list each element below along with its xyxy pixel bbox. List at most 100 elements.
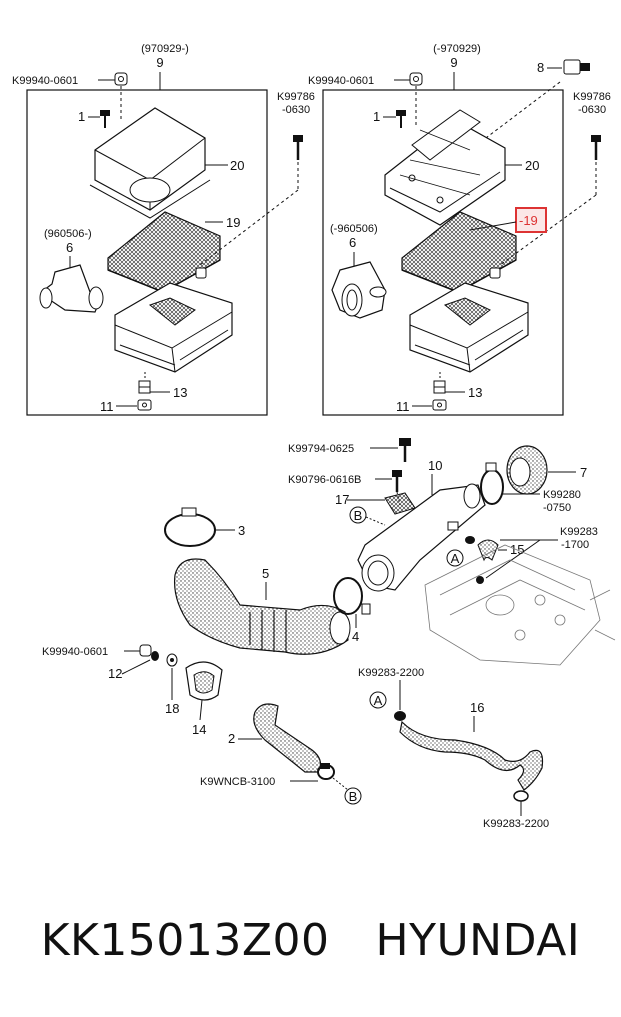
clamp-3-label: 3 [238,523,245,538]
nut-12-code: K99940-0601 [42,646,108,658]
brand-name: HYUNDAI [375,914,581,966]
intake-sensor-icon [563,59,590,75]
left-side-bolt-icon [293,135,303,160]
right-air-filter-element [401,211,517,293]
right-sensor-label: 8 [537,60,544,75]
left-air-filter-element [107,211,221,293]
svg-text:B: B [354,508,363,523]
nut-18-icon [166,653,178,667]
tube-10-label: 10 [428,458,442,473]
bracket-14-label: 14 [192,722,206,737]
lower-clip-code: K90796-0616B [288,474,361,486]
callout-a-top: A [446,549,464,567]
bolt-icon [399,438,411,462]
left-assembly-panel: (970929-) 9 K99940-0601 1 K99786 -0630 2… [12,43,315,416]
bracket-14 [185,661,223,701]
left-bolt-code: K99940-0601 [12,75,78,87]
hose-code-a: K99283 [560,526,598,538]
highlighted-filter-callout: -19 [515,207,547,233]
hose-15 [477,539,499,562]
left-nut-label: 11 [100,399,114,414]
clamp-code-b: -0750 [543,502,571,514]
part-caption: KK15013Z00 HYUNDAI [0,905,621,975]
small-clip-icon [465,536,475,544]
engine-head-sketch [424,544,616,666]
right-screw-label: 1 [373,109,380,124]
part-number: KK15013Z00 [40,914,330,966]
engine-fitting-icon [476,576,484,584]
parts-diagram: (970929-) 9 K99940-0601 1 K99786 -0630 2… [12,43,616,830]
clamp-code-a: K99280 [543,489,581,501]
svg-text:A: A [374,693,383,708]
left-air-cleaner-case [114,267,233,373]
right-nut-label: 11 [396,399,410,414]
clamp-3 [164,507,216,547]
svg-text:A: A [451,551,460,566]
left-air-cleaner-cover [89,107,211,219]
hose-16-label: 16 [470,700,484,715]
left-grommet-icon [138,380,151,394]
left-date-label: (970929-) [141,43,189,55]
hose-16 [399,720,544,791]
right-intake-duct [331,261,387,319]
lower-bolt-code: K99794-0625 [288,443,354,455]
left-screw-icon [100,110,110,128]
hose-2-label: 2 [228,731,235,746]
left-nut-bottom-icon [137,399,152,411]
right-screw-icon [396,110,406,128]
nut-12-icon [139,644,152,657]
right-nut-bottom-icon [432,399,447,411]
left-cover-label: 20 [230,158,244,173]
right-grommet-icon [433,380,446,394]
right-air-cleaner-cover [384,109,506,226]
right-date-label: (-970929) [433,43,481,55]
svg-text:B: B [349,789,358,804]
left-grommet-label: 13 [173,385,187,400]
right-nut-icon [409,72,423,86]
intake-tube-10 [357,483,486,592]
bracket-17-label: 17 [335,492,349,507]
right-duct-label: 6 [349,235,356,250]
left-duct-date: (960506-) [44,228,92,240]
resonator-7 [506,445,548,495]
callout-a-bottom: A [369,691,387,709]
hose-15-label: 15 [510,542,524,557]
right-side-bolt-icon [591,135,601,160]
right-bolt-code: K99940-0601 [308,75,374,87]
bracket-18-label: 18 [165,701,179,716]
left-filter-label: 19 [226,215,240,230]
clip-icon [392,470,402,492]
bracket-17-shape [384,492,416,515]
left-nut-icon [114,72,128,86]
right-part-9-label: 9 [450,55,457,70]
left-side-code-b: -0630 [282,104,310,116]
clamp-16-code: K99283-2200 [358,667,424,679]
callout-b-top: B [349,506,367,524]
right-grommet-label: 13 [468,385,482,400]
nut-small-icon [151,651,159,661]
clamp-16b-code: K99283-2200 [483,818,549,830]
nut-12-label: 12 [108,666,122,681]
left-intake-duct [39,264,104,313]
clamp-resonator [480,462,504,505]
hose-code-b: -1700 [561,539,589,551]
highlighted-filter-label: -19 [519,213,538,228]
left-duct-label: 6 [66,240,73,255]
left-screw-label: 1 [78,109,85,124]
right-air-cleaner-case [409,267,529,373]
intake-hose-assembly: K99794-0625 K90796-0616B 17 B 10 [42,438,616,830]
right-duct-date: (-960506) [330,223,378,235]
left-side-code-a: K99786 [277,91,315,103]
callout-b-bottom: B [344,787,362,805]
hose-5-label: 5 [262,566,269,581]
left-part-9-label: 9 [156,55,163,70]
intake-hose-5 [173,558,351,655]
clamp-4 [333,577,371,615]
clamp-16-lower-icon [513,790,529,802]
resonator-7-label: 7 [580,465,587,480]
hose-2 [253,703,322,773]
right-side-code-a: K99786 [573,91,611,103]
right-side-code-b: -0630 [578,104,606,116]
clamp-16-upper-icon [394,711,406,721]
right-assembly-panel: (-970929) 9 K99940-0601 1 8 K99786 -0630 [308,43,611,416]
